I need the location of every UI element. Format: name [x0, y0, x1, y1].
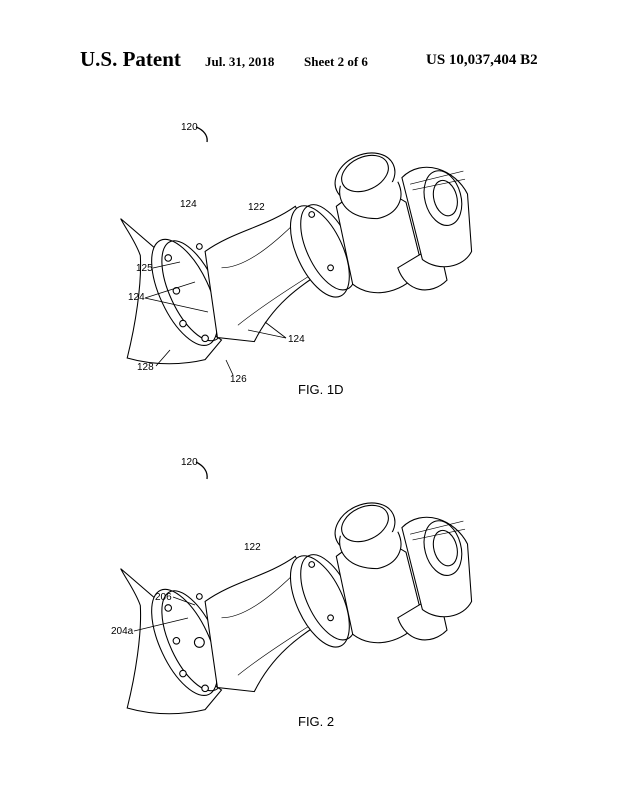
- fig2-caption: FIG. 2: [298, 714, 334, 729]
- fig1d-ref-124-right: 124: [288, 334, 305, 345]
- fig1d-caption: FIG. 1D: [298, 382, 344, 397]
- fig1d-ref-128: 128: [137, 362, 154, 373]
- header-sheet: Sheet 2 of 6: [304, 54, 368, 69]
- figure-2-drawing: [120, 493, 473, 715]
- fig2-ref-122: 122: [244, 542, 261, 553]
- figure-1d-drawing: [120, 143, 473, 365]
- header-date: Jul. 31, 2018: [205, 54, 275, 69]
- fig1d-ref-126: 126: [230, 374, 247, 385]
- header-patent-title: U.S. Patent: [80, 47, 181, 71]
- header-patent-number: US 10,037,404 B2: [426, 52, 538, 68]
- fig1d-leader-lines: [144, 261, 287, 376]
- fig1d-ref-125: 125: [136, 263, 153, 274]
- fig2-leader-lines: [133, 596, 196, 632]
- fig1d-ref-122: 122: [248, 202, 265, 213]
- leader-120-arrow: [195, 126, 208, 143]
- leader-120-arrow-fig2: [195, 461, 208, 480]
- fig2-ref-206: 206: [155, 592, 172, 603]
- fig2-ref-120: 120: [181, 457, 198, 468]
- fig1d-ref-124-left: 124: [128, 292, 145, 303]
- fig1d-ref-124-top: 124: [180, 199, 197, 210]
- fig1d-ref-120: 120: [181, 122, 198, 133]
- fig2-ref-204a: 204a: [111, 626, 134, 637]
